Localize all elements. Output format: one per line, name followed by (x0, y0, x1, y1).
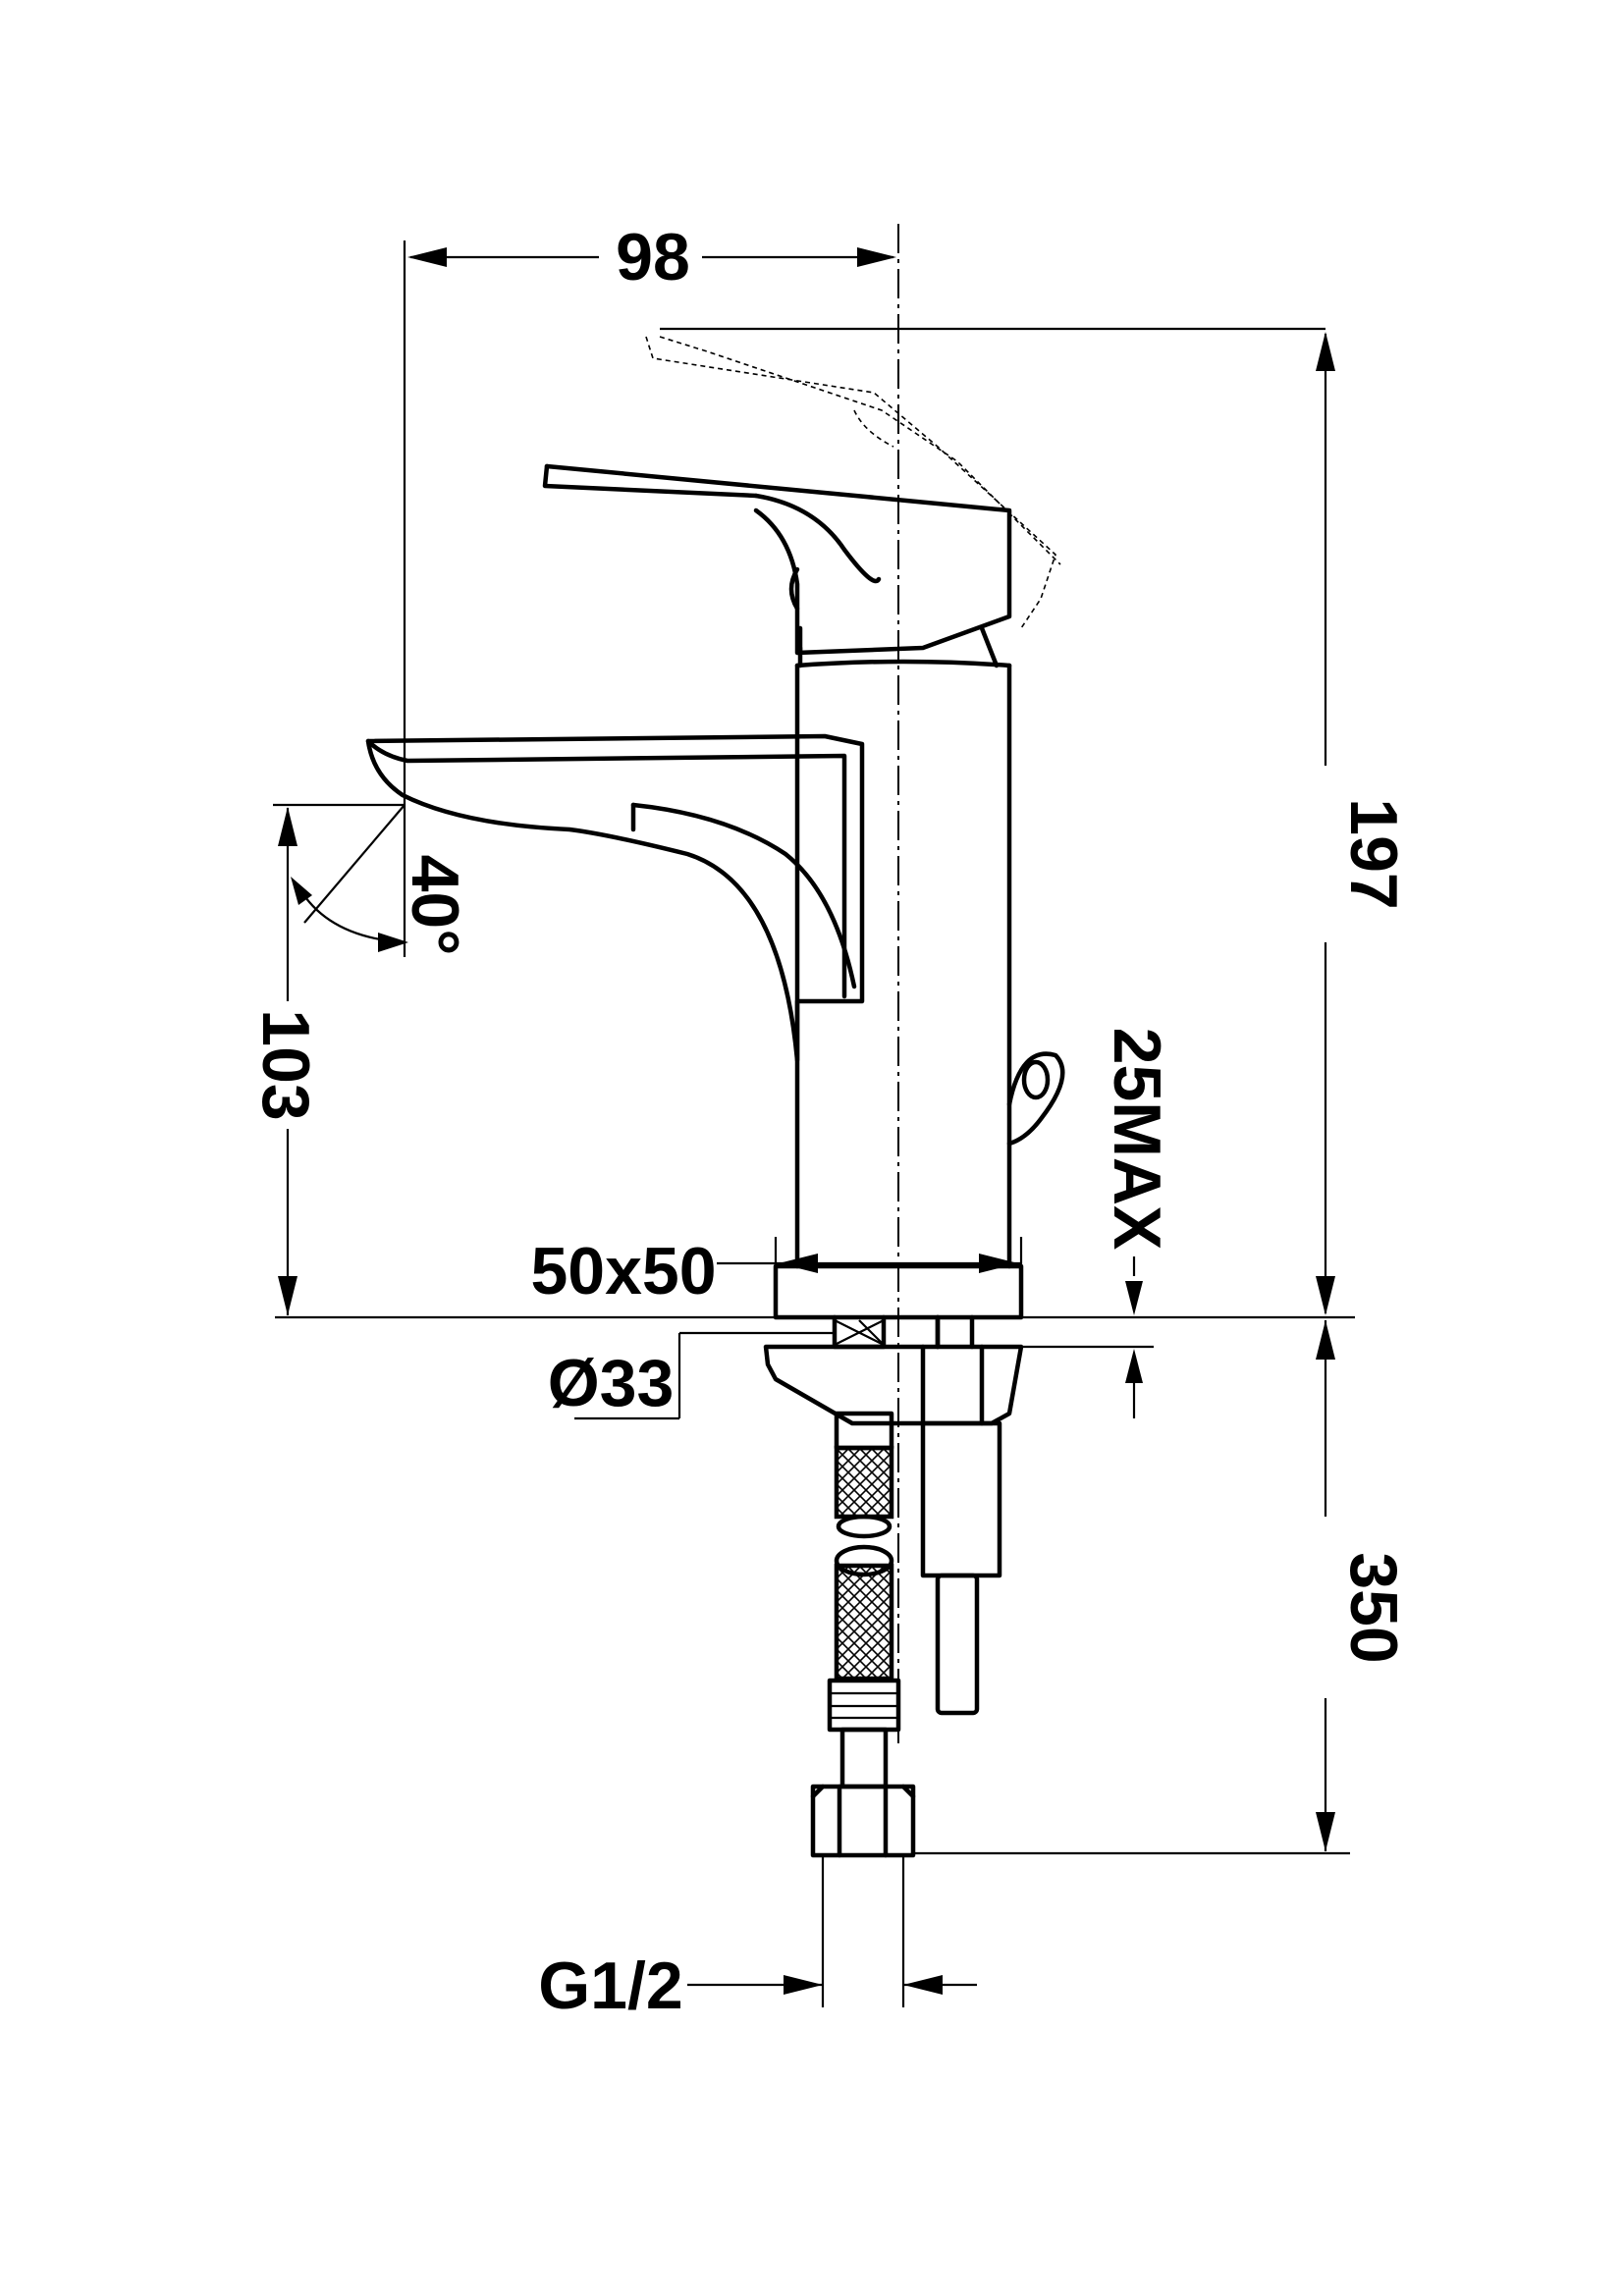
dim-label-50x50: 50x50 (530, 1234, 716, 1308)
dim-label-98: 98 (616, 220, 690, 294)
dim-label-g12: G1/2 (538, 1949, 682, 2023)
dim-label-197: 197 (1336, 798, 1411, 909)
dimension-diameter-33: Ø33 (548, 1331, 835, 1420)
flexible-hose (810, 1411, 916, 1858)
dimension-height-103: 103 (248, 803, 405, 1315)
dim-label-40-degrees: 40° (398, 855, 472, 956)
lever-open-position-ghost (645, 327, 1325, 629)
dim-label-350: 350 (1336, 1552, 1411, 1663)
dim-label-diameter-33: Ø33 (548, 1346, 675, 1420)
dim-label-25max: 25MAX (1100, 1028, 1174, 1251)
popup-ring (1006, 1051, 1065, 1147)
dim-label-103: 103 (248, 1009, 323, 1120)
dimension-angle-40: 40° (291, 804, 472, 956)
dimension-base-50x50: 50x50 (530, 1234, 1023, 1308)
dimension-thread-g12: G1/2 (538, 1855, 977, 2023)
dimension-25max: 25MAX (1100, 1028, 1174, 1418)
dimension-hose-350: 350 (913, 1320, 1411, 1855)
dimension-width-98: 98 (403, 220, 896, 957)
lever-handle (542, 463, 1012, 668)
dimension-height-197: 197 (1316, 332, 1411, 1315)
spout (365, 733, 865, 1063)
